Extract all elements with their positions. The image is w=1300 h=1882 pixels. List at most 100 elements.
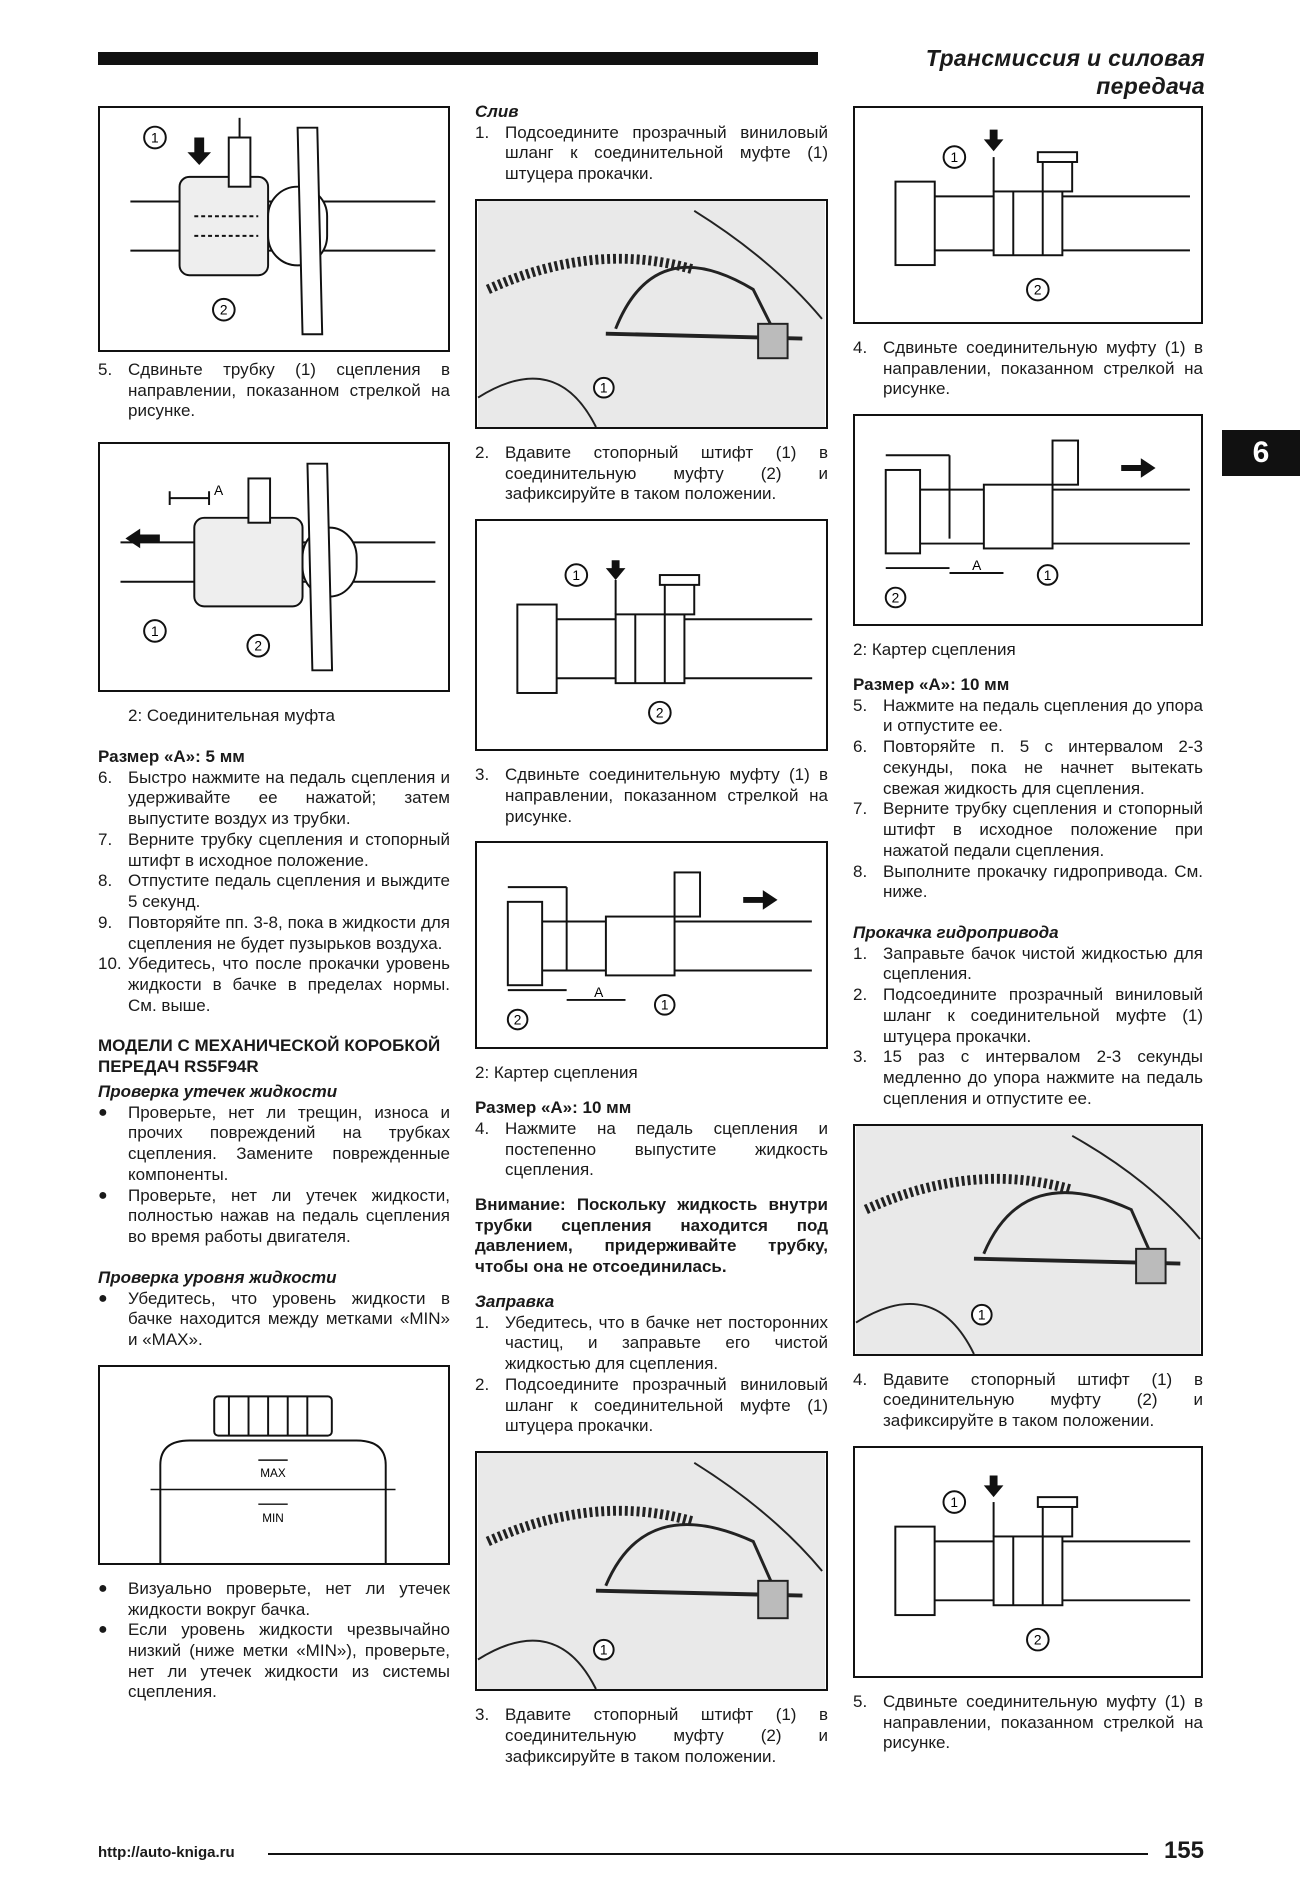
- step-number: 8.: [853, 861, 868, 881]
- step-number: 5.: [853, 1691, 868, 1711]
- bleeder-hose-photo: 1: [477, 1453, 826, 1690]
- reservoir-diagram: MAX MIN: [150, 1395, 396, 1563]
- min-mark-label: MIN: [262, 1512, 284, 1525]
- bleed-step-3: 3. 15 раз с интервалом 2-3 секунды медлен…: [853, 1047, 1203, 1109]
- step-number: 9.: [98, 912, 113, 932]
- bleed-heading: Прокачка гидропривода: [853, 923, 1059, 943]
- step-text: Сдвиньте соединительную муфту (1) в напр…: [883, 338, 1203, 399]
- bleed-step-1: 1.Заправьте бачок чистой жидкостью для с…: [853, 944, 1203, 985]
- header-rule: [98, 52, 818, 65]
- step-number: 1.: [853, 943, 868, 963]
- bleed-step-2: 2.Подсоедините прозрачный виниловый шлан…: [853, 985, 1203, 1047]
- callout-1-label: 1: [1044, 568, 1052, 583]
- step-text: Убедитесь, что после прокачки уровень жи…: [128, 954, 450, 1015]
- step-number: 8.: [98, 871, 113, 891]
- step-text: Нажмите на педаль сцепления до упора и о…: [883, 695, 1203, 736]
- step-number: 3.: [853, 1047, 868, 1067]
- footer-url-link[interactable]: http://auto-kniga.ru: [98, 1844, 235, 1861]
- step-5: 5. Сдвиньте трубку (1) сцепления в напра…: [98, 360, 450, 422]
- callout-1-label: 1: [572, 568, 580, 583]
- drain-heading: Слив: [475, 102, 519, 121]
- callout-2: [212, 297, 236, 322]
- callout-1: [971, 1303, 993, 1326]
- step-text: Сдвиньте соединительную муфту (1) в напр…: [883, 1691, 1203, 1753]
- callout-1: [143, 125, 167, 150]
- bleed-step-5: 5. Сдвиньте соединительную муфту (1) в на…: [853, 1692, 1203, 1754]
- callout-1-label: 1: [600, 1643, 608, 1658]
- figure-coupling-pin: 1 2: [475, 519, 828, 752]
- step-text: Повторяйте пп. 3-8, пока в жидкости для …: [128, 912, 450, 953]
- callout-1: [564, 563, 589, 587]
- step-6: 6.Быстро нажмите на педаль сцепления и у…: [98, 768, 450, 830]
- steps-6-10: 6.Быстро нажмите на педаль сцепления и у…: [98, 768, 450, 1017]
- step-number: 3.: [475, 765, 490, 785]
- warning-note: Внимание: Поскольку жидкость внутри труб…: [475, 1195, 828, 1277]
- dimension-a-label: A: [594, 985, 604, 1000]
- leak-bullet-1: ●Проверьте, нет ли трещин, износа и проч…: [98, 1102, 450, 1184]
- step-5: 5. Нажмите на педаль сцепления до упора и…: [853, 696, 1203, 737]
- callout-1: [592, 1638, 615, 1661]
- size-a-heading: Размер «А»: 5 мм: [98, 746, 245, 766]
- figure-coupling-pin-4: 1 2: [853, 1445, 1203, 1678]
- callout-1-label: 1: [950, 150, 958, 165]
- figure-housing-dimension-3: A 2 1: [853, 414, 1203, 627]
- step-number: 3.: [475, 1705, 490, 1725]
- callout-1-label: 1: [950, 1495, 958, 1510]
- step-8: 8.Выполните прокачку гидропривода. См. н…: [853, 862, 1203, 903]
- bullet-text: Убедитесь, что уровень жидкости в бачке …: [128, 1288, 450, 1350]
- callout-1-label: 1: [600, 381, 608, 396]
- step-text: Вдавите стопорный штифт (1) в соединител…: [505, 1705, 828, 1766]
- figure-clutch-tube-2: A 1 2: [98, 442, 450, 693]
- bleed-step-4: 4. Вдавите стопорный штифт (1) в соединит…: [853, 1370, 1203, 1432]
- step-6: 6.Повторяйте п. 5 с интервалом 2-3 секун…: [853, 737, 1203, 799]
- clutch-tube-coupling-diagram: A 1 2: [120, 462, 436, 672]
- callout-1: [942, 1490, 967, 1514]
- callout-1-label: 1: [978, 1307, 986, 1322]
- left-arrow-icon: [125, 528, 160, 549]
- down-arrow-icon: [605, 560, 626, 581]
- step-text: Сдвиньте трубку (1) сцепления в направле…: [128, 360, 450, 421]
- callout-1: [1036, 564, 1059, 586]
- page-header-title: Трансмиссия и силовая передача: [925, 45, 1205, 100]
- bullet-text: Если уровень жидкости чрезвычайно низкий…: [128, 1620, 450, 1702]
- leak-check-heading: Проверка утечек жидкости: [98, 1081, 338, 1101]
- step-8: 8.Отпустите педаль сцепления и выждите 5…: [98, 871, 450, 912]
- housing-dimension-diagram: A 2 1: [884, 439, 1190, 609]
- callout-1: [653, 994, 676, 1016]
- step-4: 4. Сдвиньте соединительную муфту (1) в на…: [853, 338, 1203, 400]
- housing-dimension-diagram: A 2 1: [506, 871, 812, 1031]
- step-number: 5.: [98, 360, 113, 379]
- step-text: Подсоедините прозрачный виниловый шланг …: [505, 1374, 828, 1436]
- callout-2: [648, 700, 672, 725]
- step-number: 4.: [475, 1118, 490, 1138]
- step-text: Вдавите стопорный штифт (1) в соединител…: [883, 1369, 1203, 1431]
- step-number: 4.: [853, 1369, 868, 1389]
- callout-1-label: 1: [661, 998, 669, 1013]
- step-number: 5.: [853, 695, 868, 715]
- models-heading: МОДЕЛИ С МЕХАНИЧЕСКОЙ КОРОБКОЙ ПЕРЕДАЧ R…: [98, 1036, 441, 1077]
- figure-coupling-pin-3: 1 2: [853, 106, 1203, 324]
- callout-2-label: 2: [1034, 1632, 1042, 1647]
- callout-2-label: 2: [254, 639, 262, 654]
- callout-1-label: 1: [151, 624, 159, 639]
- size-a-heading: Размер «А»: 10 мм: [853, 674, 1010, 694]
- down-arrow-icon: [983, 1475, 1004, 1497]
- bullet-text: Проверьте, нет ли трещин, износа и прочи…: [128, 1102, 450, 1184]
- coupling-pin-diagram: 1 2: [894, 1475, 1191, 1652]
- step-text: Сдвиньте соединительную муфту (1) в напр…: [505, 765, 828, 826]
- step-number: 1.: [475, 122, 490, 142]
- callout-1: [593, 376, 615, 399]
- step-number: 10.: [98, 954, 122, 974]
- callout-2-label: 2: [220, 303, 228, 318]
- step-text: 15 раз с интервалом 2-3 секунды медленно…: [883, 1047, 1203, 1108]
- callout-2-label: 2: [892, 591, 900, 606]
- coupling-pin-diagram: 1 2: [516, 560, 813, 725]
- figure-bleeder-hose-3: 1: [853, 1123, 1203, 1356]
- bullet-text: Проверьте, нет ли утечек жидкости, полно…: [128, 1185, 450, 1247]
- step-4: 4.Нажмите на педаль сцепления и постепен…: [475, 1119, 828, 1181]
- step-text: Убедитесь, что в бачке нет посторонних ч…: [505, 1312, 828, 1374]
- step-number: 2.: [475, 442, 490, 462]
- figure-reservoir: MAX MIN: [98, 1364, 450, 1565]
- step-number: 4.: [853, 338, 868, 357]
- step-number: 6.: [98, 767, 113, 787]
